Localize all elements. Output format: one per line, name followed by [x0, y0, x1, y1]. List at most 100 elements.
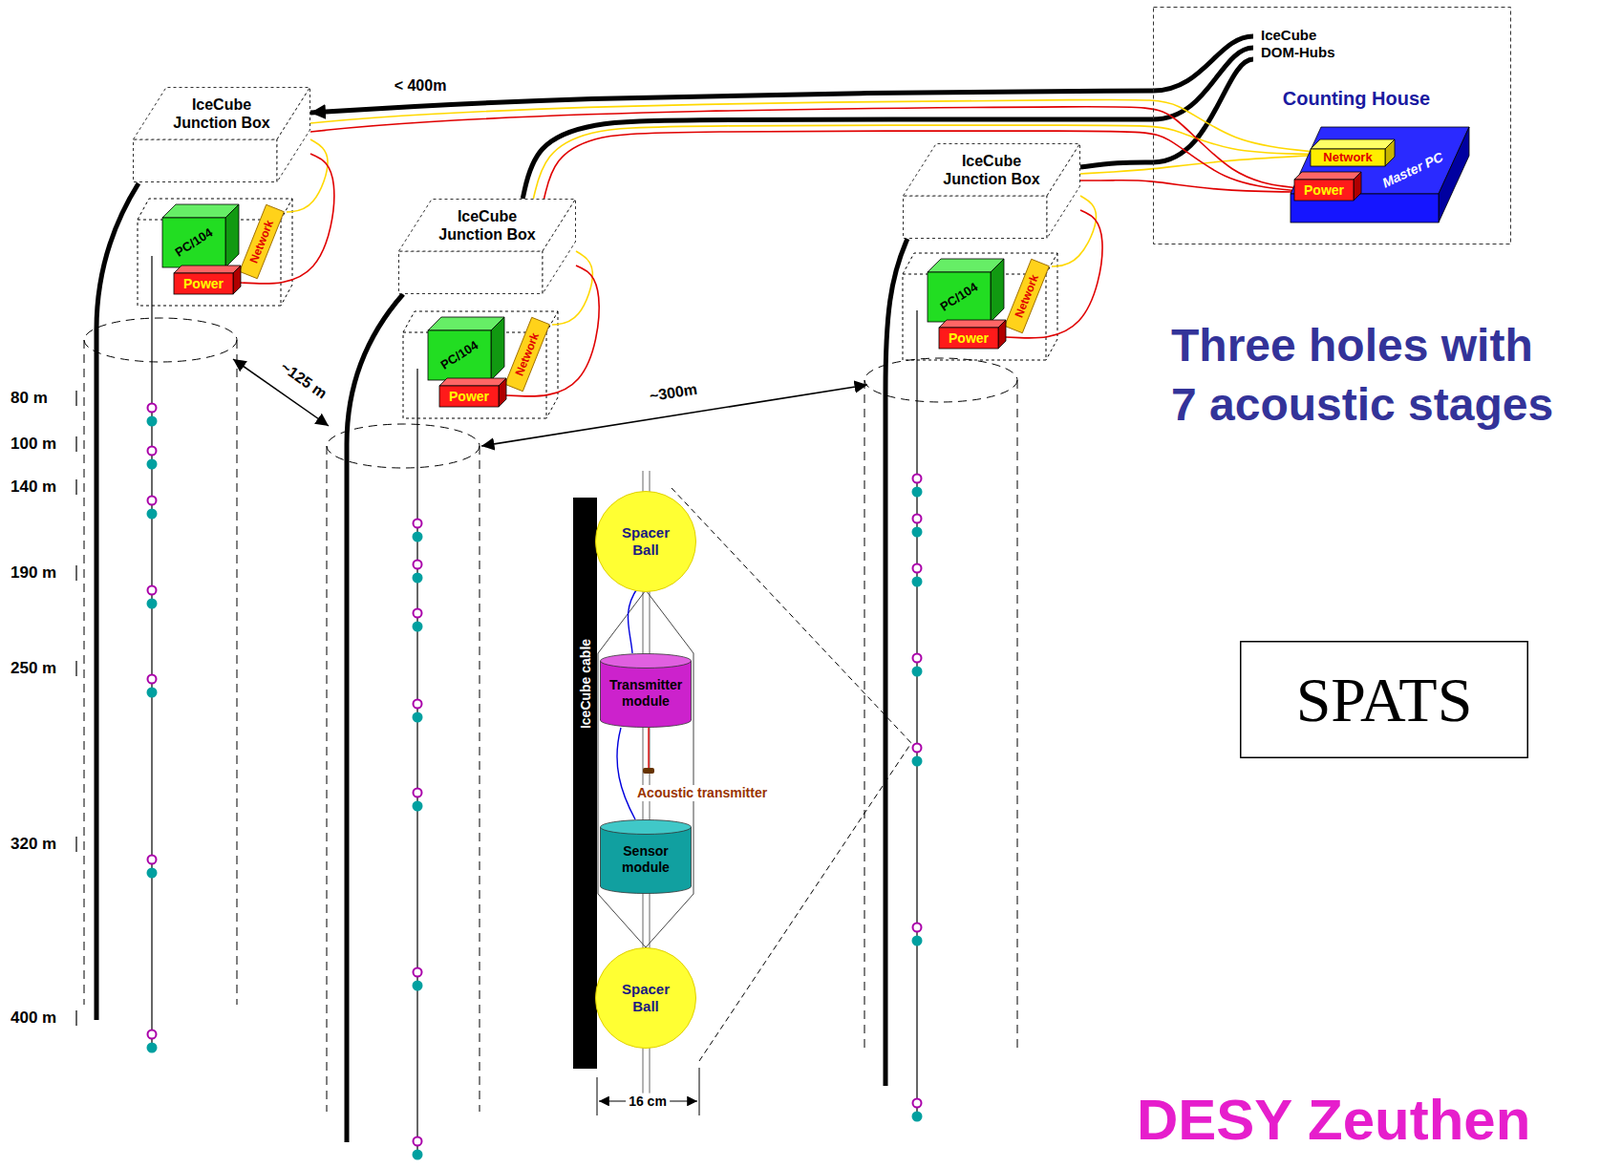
icecube-cable: IceCube cable [573, 497, 598, 1069]
hub-cable [1152, 36, 1254, 91]
acoustic-stage [147, 404, 158, 427]
heading-label-holder: Three holes with 7 acoustic stages [1171, 316, 1563, 435]
hole-outline [864, 380, 866, 1051]
acoustic-stage [912, 744, 923, 768]
depth-label-holder: 80 m [10, 388, 48, 408]
hub-cable [1152, 59, 1254, 163]
cylinder-face [600, 827, 692, 887]
hole-outline [1017, 380, 1019, 1051]
title-box: SPATS [1239, 640, 1529, 759]
acoustic-stage [412, 560, 424, 584]
node-label: Power [183, 276, 224, 293]
text-holder: IceCube Junction Box [164, 95, 279, 132]
text-holder: IceCube Junction Box [429, 207, 545, 244]
signal-wire [627, 587, 639, 654]
network-box: Network [1002, 255, 1052, 338]
text-holder: Sensor module [605, 843, 686, 876]
network-bar [505, 317, 551, 391]
master-pc: NetworkPowerMaster PC [1290, 127, 1470, 223]
hole-outline [479, 446, 481, 1112]
text-holder: Spacer Ball [609, 981, 683, 1016]
box-face [938, 320, 1006, 328]
depth-tick [75, 479, 77, 495]
cylinder-face [600, 654, 692, 669]
network-box: Network [236, 200, 287, 283]
zoom-line [671, 488, 912, 1062]
power-box: Power [938, 320, 1006, 349]
part-label-holder: Acoustic transmitter [634, 785, 770, 802]
node-label: IceCube Junction Box [164, 95, 279, 132]
dimension-label: 16 cm [625, 1093, 670, 1110]
transmitter-module: Transmitter module [599, 653, 692, 728]
institute-label: DESY Zeuthen [1136, 1088, 1531, 1152]
depth-label-holder: 320 m [10, 834, 57, 854]
text-holder: Power [183, 276, 224, 293]
box-face [233, 265, 241, 295]
cylinder-face [600, 661, 692, 721]
box-face [490, 317, 505, 381]
computer-box: PC/104 [427, 317, 505, 381]
box-face [990, 258, 1004, 322]
box-face [1294, 171, 1362, 180]
depth-tick [75, 1010, 77, 1026]
node-label: Power [1303, 182, 1344, 199]
acoustic-stage [147, 496, 158, 520]
box-face [498, 378, 507, 407]
acoustic-stage [147, 675, 158, 699]
depth-label: 250 m [10, 659, 57, 679]
signal-wire [617, 727, 636, 820]
acoustic-stage [147, 1030, 158, 1054]
network-bar [1004, 258, 1050, 333]
wire-connector [310, 106, 1295, 189]
box-face [133, 139, 278, 183]
acoustic-stage [412, 789, 424, 812]
network-box: Network [502, 313, 553, 396]
ball-shape [596, 948, 697, 1049]
box-face [903, 195, 1048, 239]
text-holder: Spacer Ball [609, 524, 683, 559]
depth-label-holder: 190 m [10, 563, 57, 583]
text-holder: IceCube cable [576, 639, 594, 729]
computer-box: PC/104 [162, 204, 239, 268]
cable-connector [1080, 162, 1153, 168]
part-label: Acoustic transmitter [634, 785, 770, 802]
depth-label: 140 m [10, 477, 57, 497]
institute-label-holder: DESY Zeuthen [1136, 1088, 1531, 1152]
text-holder: IceCube Junction Box [934, 151, 1049, 189]
box-face [173, 265, 241, 274]
box-face [427, 330, 491, 381]
box-face [938, 327, 999, 349]
ball-shape [596, 491, 697, 593]
counting-house: NetworkPowerMaster PCCounting House [1152, 6, 1512, 245]
depth-label-holder: 400 m [10, 1008, 57, 1028]
cable-bar [573, 497, 598, 1069]
shape [573, 497, 598, 1069]
distance-label: ~125 m [275, 356, 334, 406]
node-label: IceCube Junction Box [934, 151, 1049, 189]
acoustic-stage [412, 609, 424, 633]
computer-box: PC/104 [927, 258, 1004, 322]
acoustic-stage [412, 700, 424, 724]
node-label: SPATS [1296, 668, 1473, 732]
heading-label: Three holes with 7 acoustic stages [1171, 316, 1563, 435]
acoustic-string [916, 310, 918, 1117]
hole-outline [84, 318, 237, 363]
depth-tick [75, 436, 77, 452]
enclosure-outline [137, 198, 293, 306]
box-face [173, 273, 234, 295]
cable-length-label: < 400m [391, 77, 450, 95]
spacer-ball: Spacer Ball [595, 490, 697, 593]
box-face [1310, 139, 1395, 150]
box-face [927, 272, 991, 322]
text-holder: Transmitter module [605, 677, 686, 710]
acoustic-stage [147, 586, 158, 610]
distance-label-holder: ~300m [645, 379, 703, 406]
hub-cable [1152, 47, 1254, 120]
support-cage [597, 590, 694, 948]
power-box: Power [439, 378, 507, 407]
depth-label-holder: 140 m [10, 477, 57, 497]
dimension-tick [597, 1067, 700, 1116]
box-face [162, 217, 226, 268]
acoustic-stage [912, 514, 923, 538]
acoustic-stage [147, 447, 158, 470]
